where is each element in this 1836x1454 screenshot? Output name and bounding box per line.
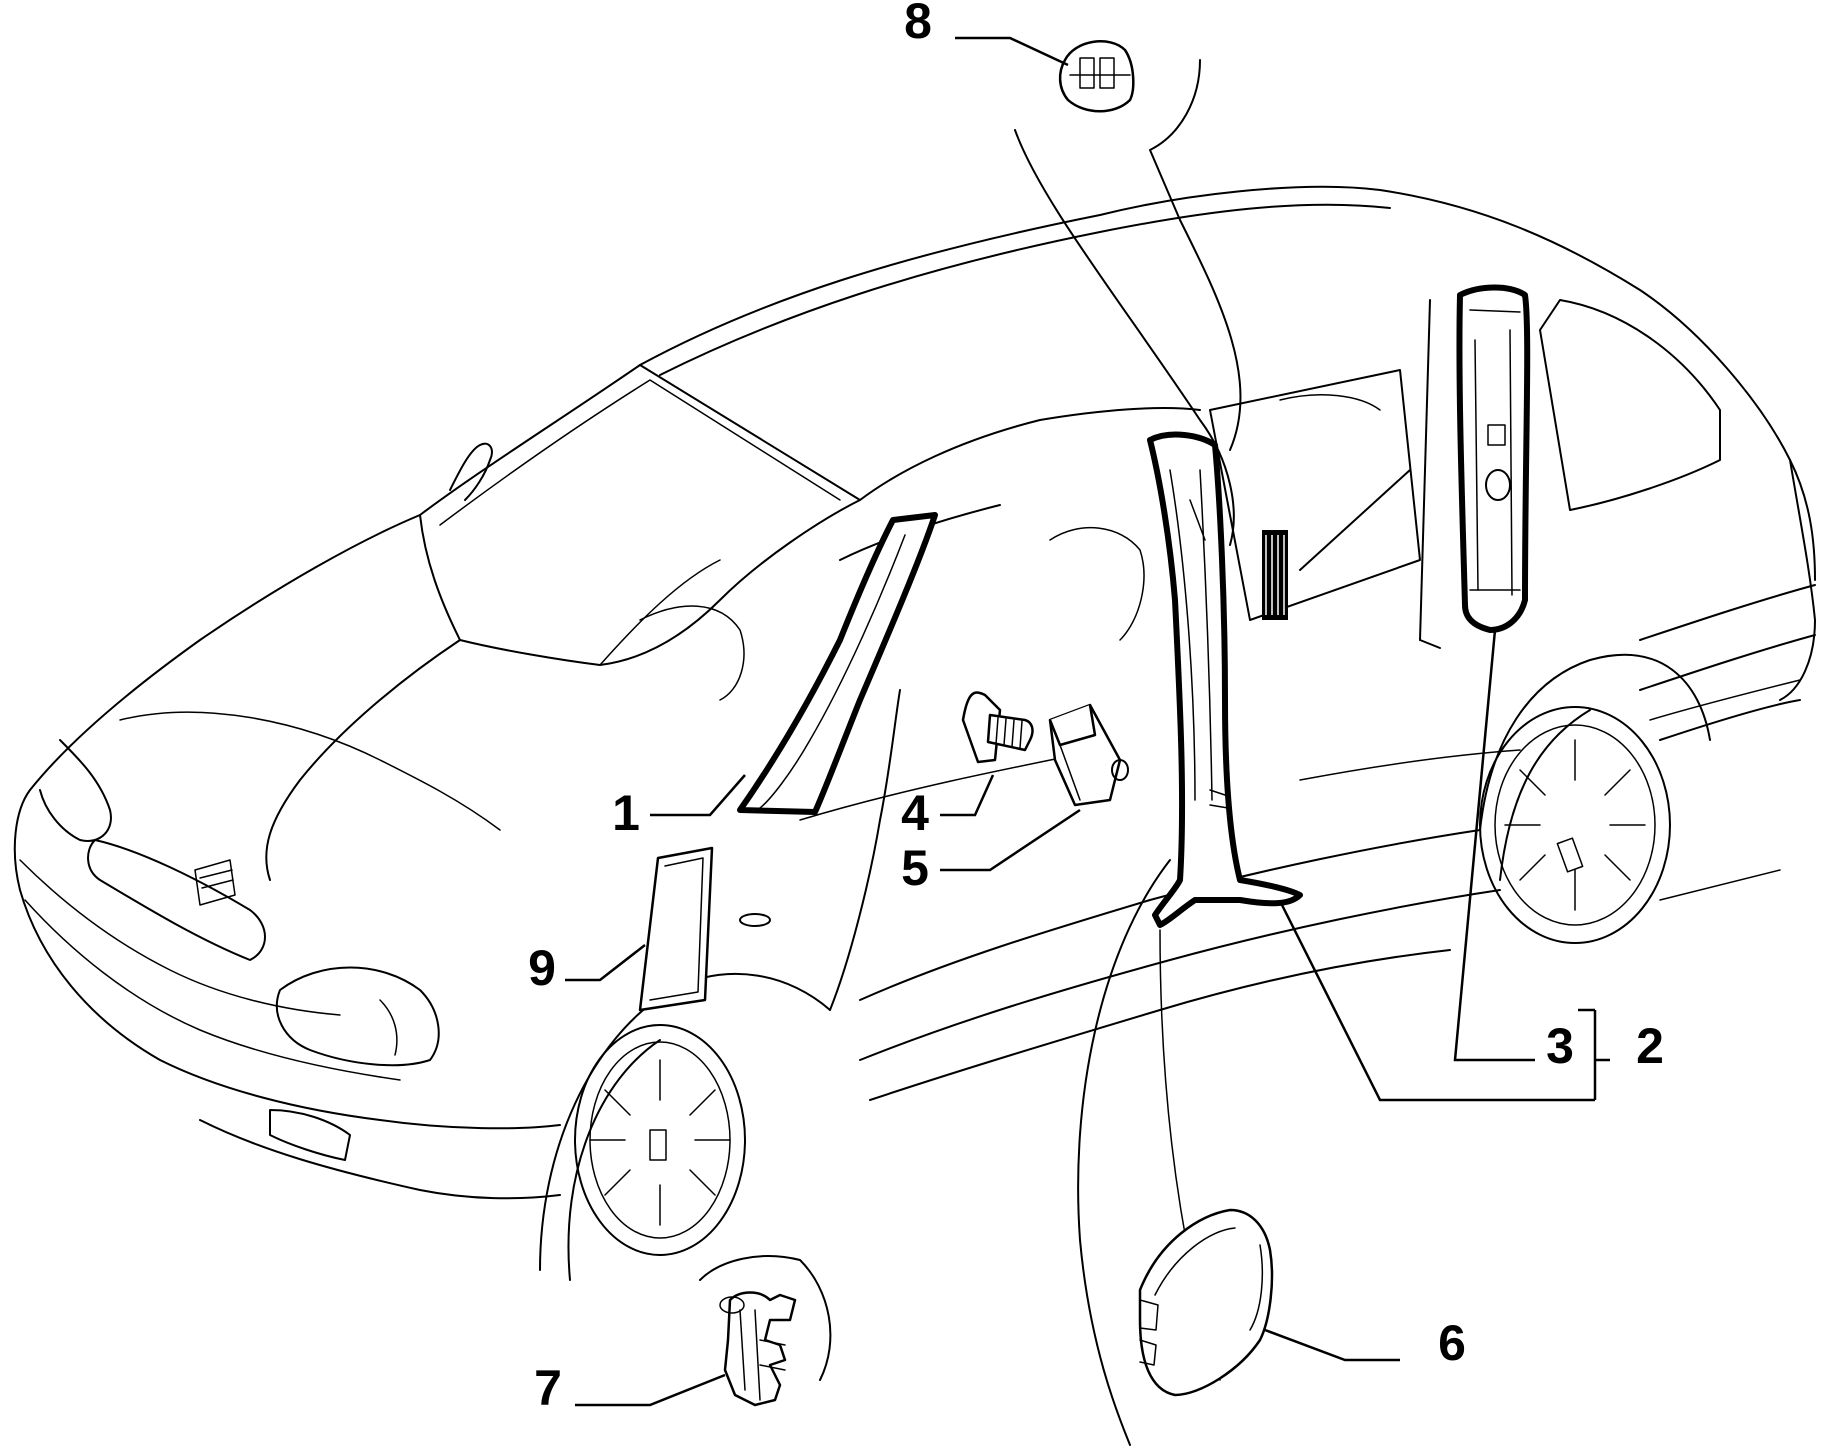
- callout-8: 8: [904, 0, 932, 49]
- part-6-cap: [1138, 1208, 1274, 1397]
- part-8-connector: [1058, 40, 1135, 113]
- hatched-marker: [1262, 530, 1288, 620]
- callout-5: 5: [901, 840, 929, 896]
- part-2-rear-pillar-trim: [1456, 284, 1531, 633]
- part-7-bracket: [719, 1291, 797, 1407]
- callout-1: 1: [612, 785, 640, 841]
- callout-6: 6: [1438, 1315, 1466, 1371]
- part-3-b-pillar-trim: [1147, 431, 1303, 928]
- part-1-a-pillar-trim: [737, 512, 938, 815]
- callout-3: 3: [1546, 1018, 1574, 1074]
- leader-lines: [565, 36, 1610, 1407]
- part-5-clip: [1048, 703, 1129, 807]
- callout-9: 9: [528, 940, 556, 996]
- callout-2: 2: [1636, 1018, 1664, 1074]
- car-body-outline: [13, 185, 1816, 1281]
- part-4-screw: [961, 691, 1034, 764]
- detail-bubble-outlines: [699, 59, 1441, 1446]
- callout-4: 4: [901, 785, 929, 841]
- part-9-plate: [638, 846, 714, 1012]
- callout-7: 7: [534, 1360, 562, 1416]
- callout-labels: 8 1 4 5 9 3 2 6 7: [528, 0, 1664, 1416]
- rear-wheel-spokes: [1504, 739, 1646, 911]
- front-wheel-spokes: [589, 1059, 731, 1226]
